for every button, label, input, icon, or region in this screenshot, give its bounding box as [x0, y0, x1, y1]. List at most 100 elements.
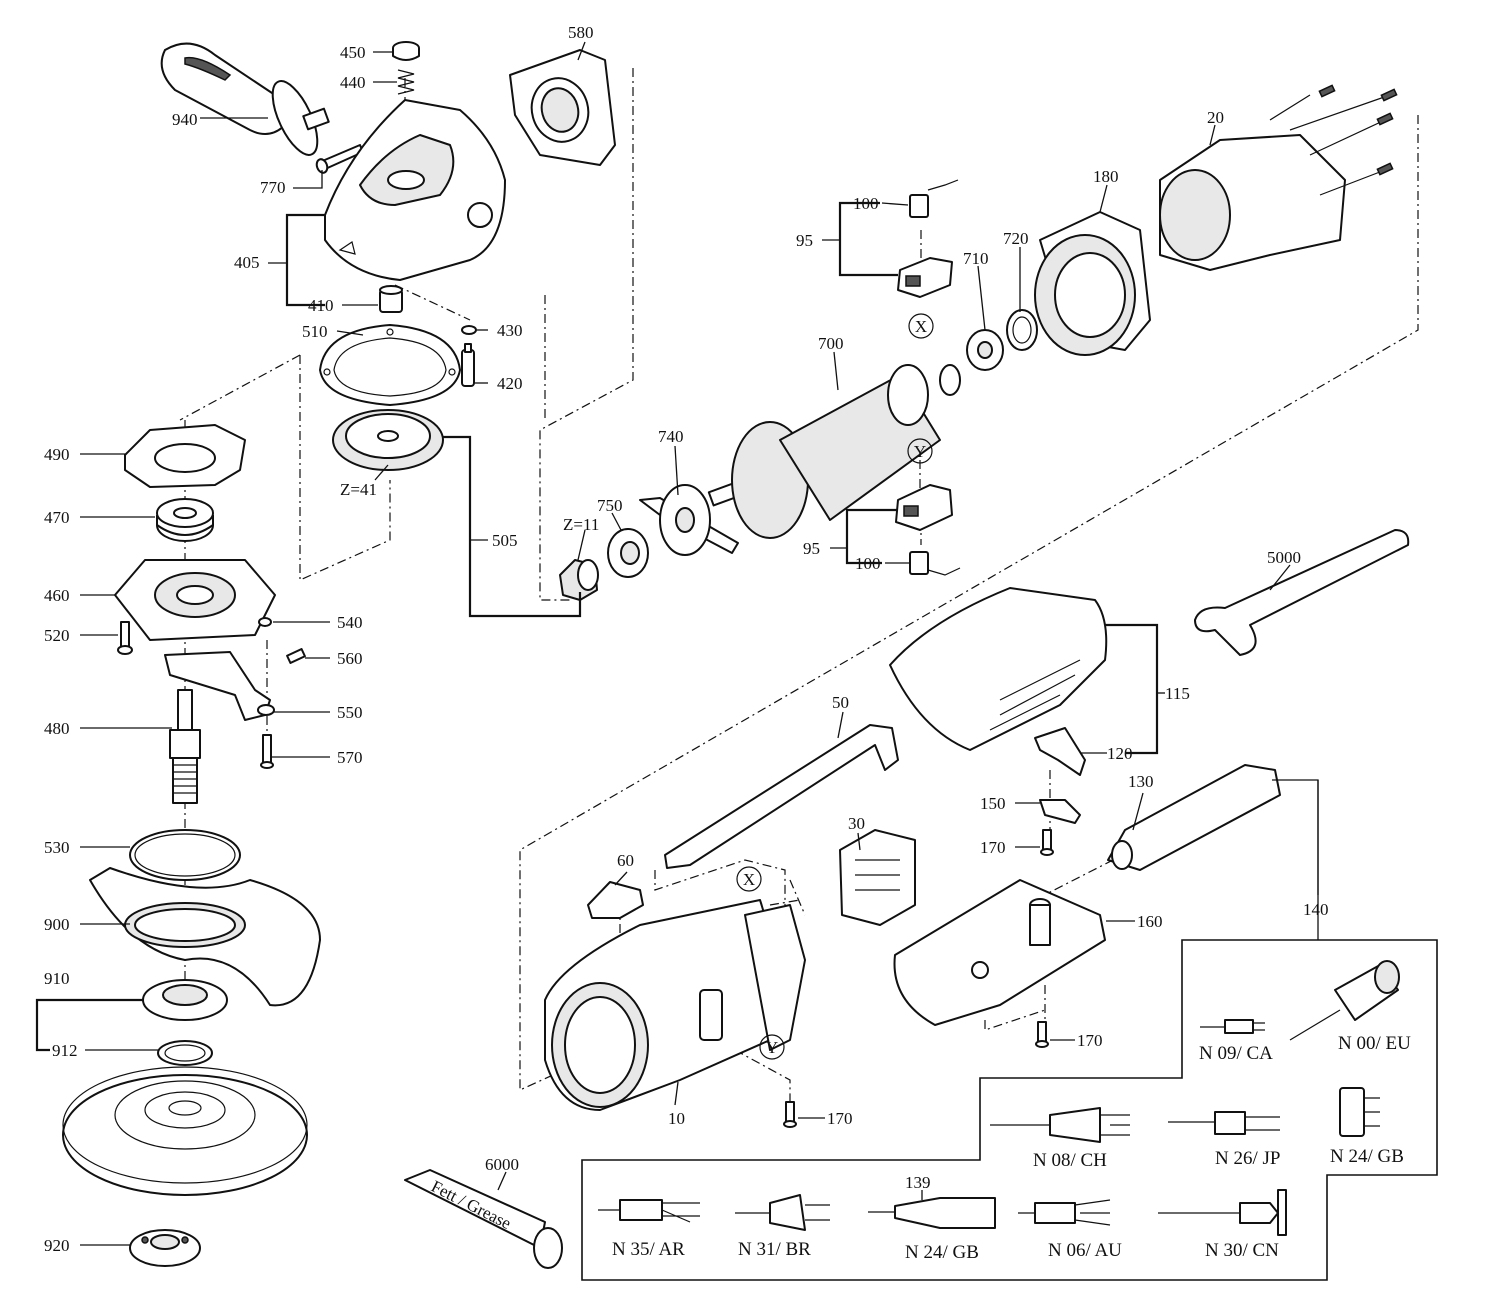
- label-30: 30: [848, 814, 865, 833]
- plug-labels: N 09/ CA N 00/ EU N 08/ CH N 26/ JP N 24…: [612, 1033, 1411, 1263]
- plug-label-n08: N 08/ CH: [1033, 1150, 1107, 1171]
- label-130: 130: [1128, 772, 1154, 791]
- label-170-b: 170: [1077, 1031, 1103, 1050]
- label-560: 560: [337, 649, 363, 668]
- label-720: 720: [1003, 229, 1029, 248]
- label-50: 50: [832, 693, 849, 712]
- brush-holder-95-bottom: [895, 484, 953, 531]
- label-170-c: 170: [827, 1109, 853, 1128]
- label-570: 570: [337, 748, 363, 767]
- spring-440: [397, 69, 415, 95]
- label-z11: Z=11: [563, 515, 599, 534]
- plug-label-n24-139: N 24/ GB: [905, 1242, 979, 1263]
- o-ring-530: [129, 829, 241, 881]
- spindle-480: [169, 689, 201, 804]
- plug-label-n09: N 09/ CA: [1199, 1043, 1273, 1064]
- ring-720: [1006, 309, 1038, 351]
- rear-cover-115: [889, 587, 1108, 751]
- plug-label-n00: N 00/ EU: [1338, 1033, 1411, 1054]
- label-510: 510: [302, 322, 328, 341]
- plug-n24-gb: [1339, 1087, 1380, 1137]
- label-115: 115: [1165, 684, 1190, 703]
- spring-560: [286, 647, 306, 665]
- label-540: 540: [337, 613, 363, 632]
- plug-variants-box: [581, 939, 1438, 1281]
- plug-n08-ch: [990, 1107, 1130, 1143]
- label-910: 910: [44, 969, 70, 988]
- label-139: 139: [905, 1173, 931, 1192]
- label-6000: 6000: [485, 1155, 519, 1174]
- carbon-brush-100-bottom: [909, 551, 961, 576]
- label-480: 480: [44, 719, 70, 738]
- reference-markers: X Y X Y: [736, 313, 934, 1060]
- label-z41: Z=41: [340, 480, 377, 499]
- label-470: 470: [44, 508, 70, 527]
- pin-420: [461, 343, 475, 387]
- plug-n09-ca: [1200, 1019, 1265, 1034]
- bearing-710: [966, 329, 1004, 371]
- clamping-nut-920: [129, 1229, 201, 1267]
- label-460: 460: [44, 586, 70, 605]
- clamp-150: [1039, 799, 1081, 824]
- label-95-bottom: 95: [803, 539, 820, 558]
- plug-label-n24: N 24/ GB: [1330, 1146, 1404, 1167]
- flange-910: [142, 979, 228, 1021]
- marker-y-bottom: Y: [766, 1038, 778, 1057]
- baffle-740: [639, 484, 739, 556]
- pinion-z11: [559, 559, 599, 601]
- gasket-510: [319, 324, 461, 406]
- marker-x-bottom: X: [743, 870, 755, 889]
- label-920: 920: [44, 1236, 70, 1255]
- label-120: 120: [1107, 744, 1133, 763]
- bearing-flange-460: [114, 559, 276, 641]
- wrench-5000: [1194, 529, 1410, 656]
- label-150: 150: [980, 794, 1006, 813]
- label-580: 580: [568, 23, 594, 42]
- label-770: 770: [260, 178, 286, 197]
- ring-912: [157, 1040, 213, 1066]
- marker-x-top: X: [915, 317, 927, 336]
- label-490: 490: [44, 445, 70, 464]
- label-180: 180: [1093, 167, 1119, 186]
- switch-bar-50: [664, 724, 899, 869]
- bearing-470: [156, 498, 214, 542]
- switch-30: [839, 829, 916, 926]
- leader-lines: [35, 41, 1319, 1246]
- screw-170-b: [1035, 1021, 1049, 1048]
- label-10: 10: [668, 1109, 685, 1128]
- label-170-a: 170: [980, 838, 1006, 857]
- label-520: 520: [44, 626, 70, 645]
- marker-y-top: Y: [914, 442, 926, 461]
- plug-label-n30: N 30/ CN: [1205, 1240, 1279, 1261]
- label-100-bottom: 100: [855, 554, 881, 573]
- label-95-top: 95: [796, 231, 813, 250]
- slider-button-60: [587, 881, 644, 919]
- part-labels: 940 450 440 580 770 405 410 430 510 420 …: [44, 23, 1329, 1255]
- label-60: 60: [617, 851, 634, 870]
- label-912: 912: [52, 1041, 78, 1060]
- label-450: 450: [340, 43, 366, 62]
- housing-ring-180: [1034, 211, 1151, 356]
- label-140: 140: [1303, 900, 1329, 919]
- grease-tube-6000: Fett / Grease: [404, 1169, 563, 1269]
- label-5000: 5000: [1267, 548, 1301, 567]
- label-550: 550: [337, 703, 363, 722]
- cable-guard-130: [1107, 764, 1281, 871]
- plug-label-n06: N 06/ AU: [1048, 1240, 1122, 1261]
- side-handle-940: [160, 42, 330, 156]
- clip-550: [257, 704, 275, 716]
- plug-label-n31: N 31/ BR: [738, 1239, 811, 1260]
- brush-holder-95-top: [897, 257, 953, 298]
- gear-housing-405: [324, 99, 506, 281]
- screw-520: [117, 621, 133, 655]
- handle-shell-160: [893, 879, 1106, 1026]
- label-900: 900: [44, 915, 70, 934]
- washer-540: [258, 617, 272, 627]
- carbon-brush-100-top: [909, 179, 959, 218]
- plug-n31-br: [735, 1194, 830, 1231]
- label-440: 440: [340, 73, 366, 92]
- stator-20: [1159, 84, 1398, 271]
- label-750: 750: [597, 496, 623, 515]
- crown-gear-z41: [332, 409, 444, 471]
